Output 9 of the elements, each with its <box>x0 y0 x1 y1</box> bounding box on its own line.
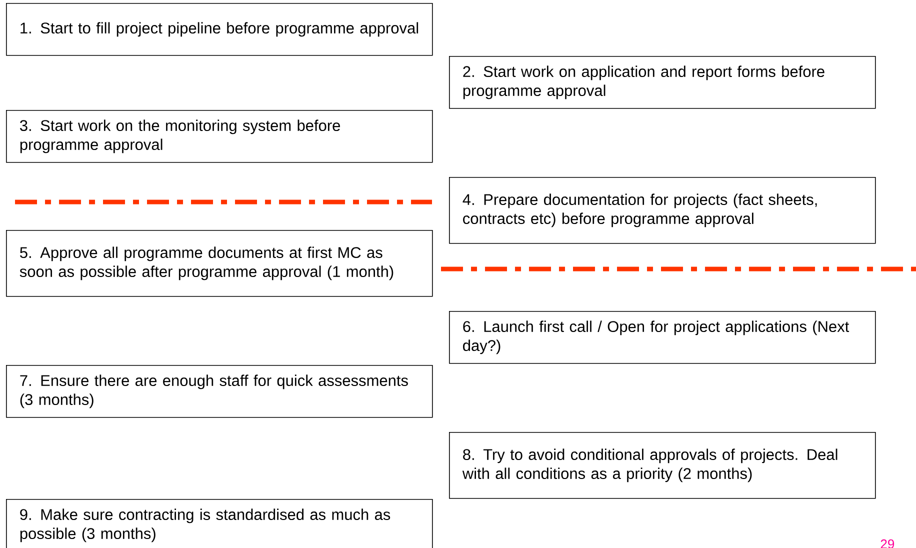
text-box: 1. Start to fill project pipeline before programme approval <box>6 3 433 56</box>
text-box: 4. Prepare documentation for projects (fact sheets, contracts etc) before programme approval <box>449 176 876 244</box>
text-box: 2. Start work on application and report forms before programme approval <box>449 56 876 109</box>
text-box: 6. Launch first call / Open for project applications (Next day?) <box>449 310 876 364</box>
text-box: 3. Start work on the monitoring system before programme approval <box>6 110 433 163</box>
text-box: 5. Approve all programme documents at first MC as soon as possible after programme approval (1 month) <box>6 230 433 297</box>
text-box: 9. Make sure contracting is standardised as much as possible (3 months) <box>6 498 433 548</box>
text-box: 7. Ensure there are enough staff for quick assessments (3 months) <box>6 365 433 418</box>
text-box: 8. Try to avoid conditional approvals of projects. Deal with all conditions as a priority (2 months) <box>449 432 876 499</box>
